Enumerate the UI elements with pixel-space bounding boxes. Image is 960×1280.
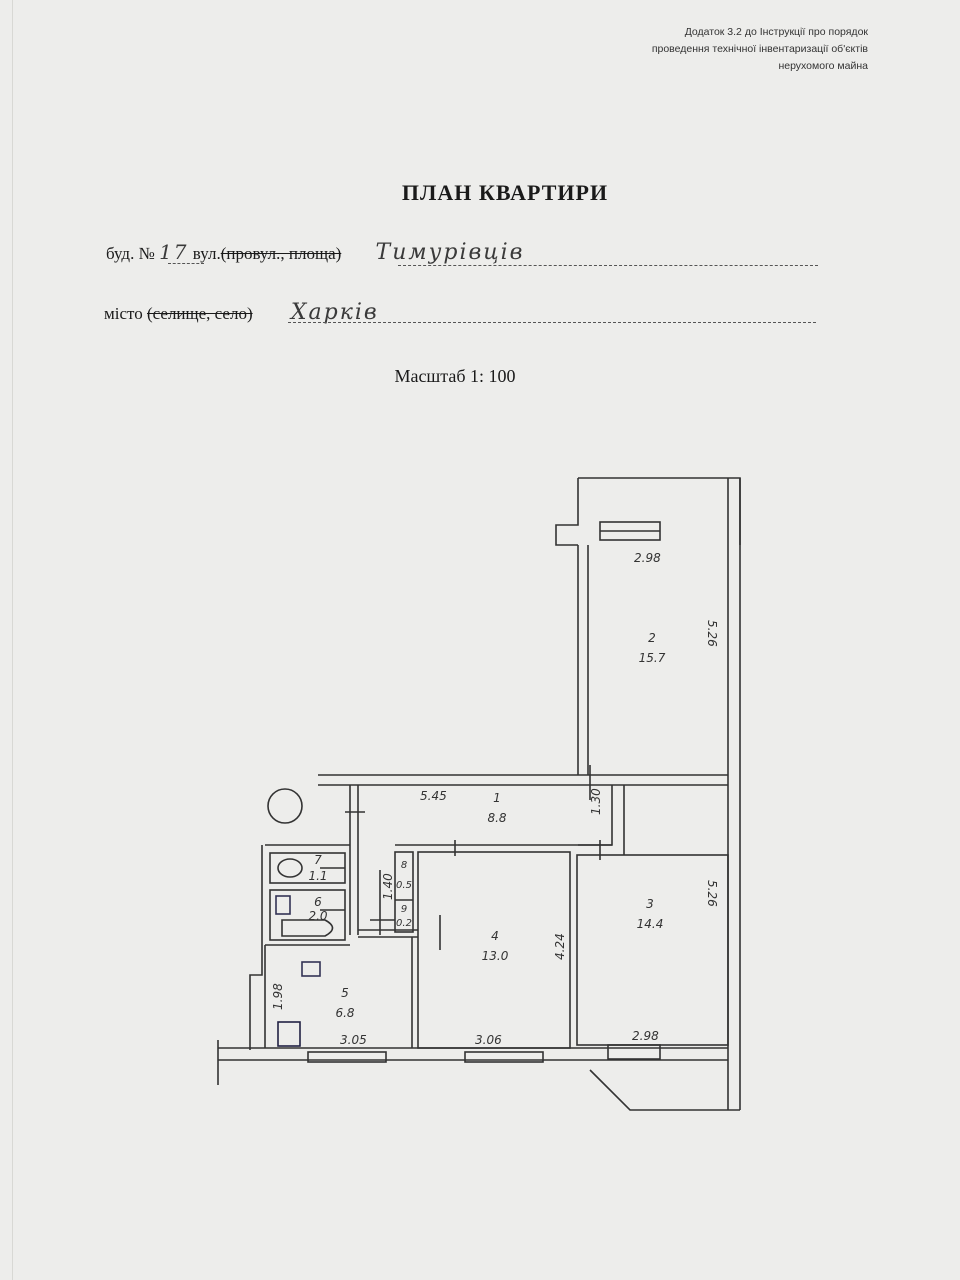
dim-corridor-length: 5.45 [420, 789, 447, 803]
corridor-left-wall [349, 785, 359, 935]
underline [288, 322, 816, 323]
dim-corridor-width: 1.30 [589, 788, 603, 815]
annex-line: нерухомого майна [778, 60, 868, 72]
street-struck: (провул., площа) [220, 244, 342, 263]
room-area: 1.1 [308, 869, 327, 883]
room-6-label: 62.0 [308, 895, 327, 923]
dim-room4-width: 3.06 [475, 1033, 502, 1047]
room-area: 13.0 [482, 949, 509, 963]
room-area: 15.7 [639, 651, 666, 665]
dim-closet-length: 1.40 [381, 873, 395, 900]
room-5-label: 56.8 [335, 986, 354, 1020]
street-value: Тимурівців [375, 240, 525, 265]
dim-room3-width: 2.98 [632, 1029, 659, 1043]
city-struck: (селище, село) [146, 304, 253, 323]
room-area: 0.2 [396, 918, 412, 929]
bathtub-icon [281, 919, 334, 937]
paper-fold [12, 0, 13, 1280]
room-4-label: 413.0 [482, 929, 509, 963]
room-number: 3 [646, 897, 654, 911]
corridor-wall [318, 774, 728, 786]
dim-kitchen-width: 3.05 [340, 1033, 367, 1047]
street-label: вул. [192, 244, 221, 263]
ventilation-circle [267, 788, 303, 824]
underline [398, 265, 818, 266]
room-number: 8 [401, 860, 407, 871]
closet-8-9 [394, 851, 414, 933]
balcony-bottom [589, 1059, 740, 1111]
city-label: місто [104, 304, 143, 323]
underline [168, 263, 204, 264]
room-number: 2 [648, 631, 656, 645]
room-7-label: 71.1 [308, 853, 327, 883]
room-number: 6 [314, 895, 322, 909]
room-2-wall [577, 545, 589, 775]
building-row: буд. № 17 вул.(провул., площа) Тимурівці… [106, 240, 525, 265]
room-6 [269, 889, 346, 941]
room-number: 5 [341, 986, 349, 1000]
room-9-label: 90.2 [396, 904, 412, 929]
page-title: ПЛАН КВАРТИРИ [401, 180, 609, 205]
building-number: 17 [159, 240, 189, 264]
room-3-label: 314.4 [637, 897, 664, 931]
room-area: 6.8 [335, 1006, 354, 1020]
room-1-label: 18.8 [487, 791, 506, 825]
room-area: 2.0 [308, 909, 327, 923]
city-value: Харків [290, 300, 379, 325]
dim-room2-length: 5.26 [705, 620, 719, 647]
partition [358, 929, 418, 938]
stove-icon [277, 1021, 301, 1047]
kitchen-sink-icon [301, 961, 321, 977]
room-8-label: 80.5 [396, 860, 412, 891]
dim-kitchen-length: 1.98 [271, 983, 285, 1010]
room-number: 4 [491, 929, 499, 943]
outer-wall-bottom [217, 1040, 728, 1085]
room-area: 0.5 [396, 880, 412, 891]
bath-outer-wall [249, 844, 350, 1050]
dim-room3-length: 5.26 [705, 880, 719, 907]
kitchen-wall [264, 937, 413, 1048]
annex-line: проведення технічної інвентаризації об'є… [651, 43, 868, 55]
annex-line: Додаток 3.2 до Інструкції про порядок [684, 26, 868, 38]
toilet-icon [277, 858, 303, 878]
dimension-ticks [320, 765, 601, 950]
city-row: місто (селище, село) Харків [104, 300, 379, 325]
sink-icon [275, 895, 291, 915]
window [464, 1051, 544, 1063]
building-prefix: буд. № [106, 244, 155, 263]
room-2-label: 215.7 [639, 631, 666, 665]
room-number: 9 [401, 904, 407, 915]
scale-label: Масштаб 1: 100 [394, 366, 516, 386]
dim-room4-length: 4.24 [553, 933, 567, 960]
window [607, 1044, 661, 1060]
annex-note: Додаток 3.2 до Інструкції про порядок пр… [568, 24, 868, 75]
room-area: 8.8 [487, 811, 506, 825]
room-number: 7 [314, 853, 322, 867]
room-number: 1 [493, 791, 501, 805]
dim-room2-width: 2.98 [634, 551, 661, 565]
room-area: 14.4 [637, 917, 664, 931]
window [307, 1051, 387, 1063]
